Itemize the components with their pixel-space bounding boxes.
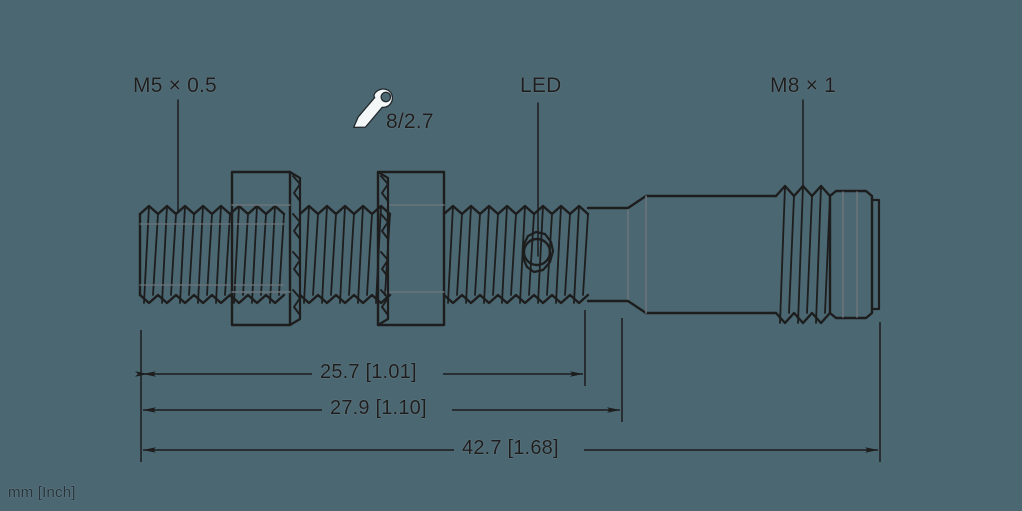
front-thread-body: [138, 204, 286, 305]
connector-barrel: [644, 194, 778, 315]
mid-thread-barrel: [298, 204, 392, 305]
callout-label-led: LED: [520, 74, 562, 97]
callout-label-m5-thread: M5 × 0.5: [133, 74, 217, 97]
sensor-outline: [138, 99, 881, 327]
leader-lines: [177, 99, 804, 257]
connector-end-cap: [828, 189, 881, 320]
wrench-icon: [353, 88, 394, 129]
dimension-label-25-7: 25.7 [1.01]: [320, 361, 417, 383]
dimension-label-27-9: 27.9 [1.10]: [330, 397, 427, 419]
hex-nut-rear: [376, 170, 446, 327]
m8-connector-thread: [774, 184, 832, 325]
callout-label-wrench-size: 8/2.7: [386, 110, 434, 133]
led-indicator: [521, 230, 555, 274]
units-note: mm [Inch]: [8, 484, 76, 501]
hex-nut-front: [230, 170, 302, 327]
dimension-lines: [135, 310, 881, 462]
rear-thread-barrel: [442, 204, 590, 305]
dimension-label-42-7: 42.7 [1.68]: [462, 437, 559, 459]
collar-section: [586, 194, 648, 315]
callout-label-m8-thread: M8 × 1: [770, 74, 836, 97]
